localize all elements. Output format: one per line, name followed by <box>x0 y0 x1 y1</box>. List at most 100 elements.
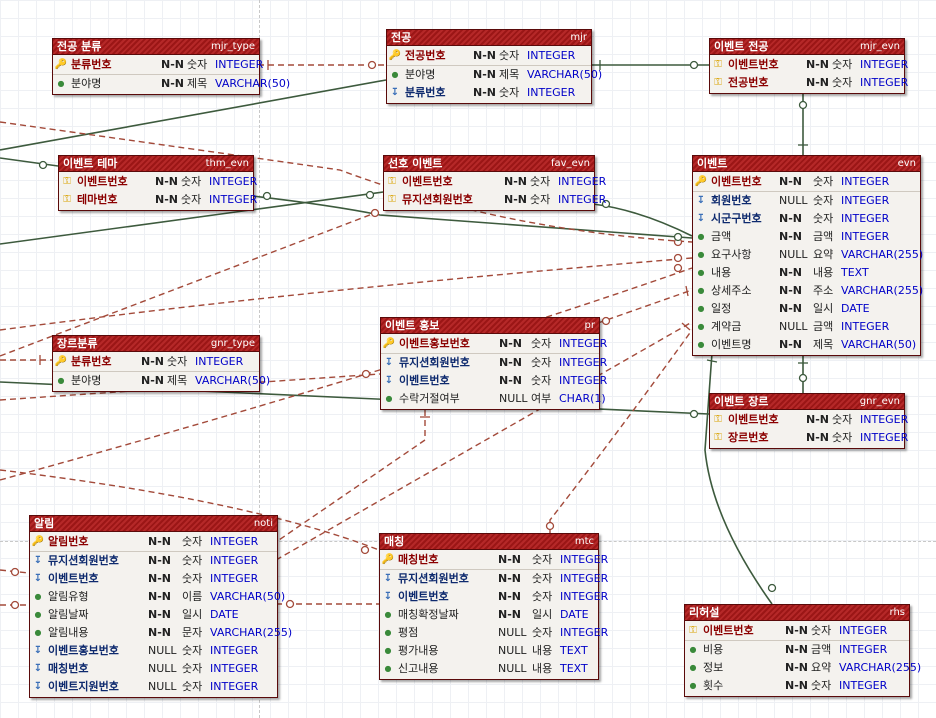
column-icon: ● <box>384 664 392 673</box>
column-datatype: INTEGER <box>559 337 608 350</box>
column-datatype: DATE <box>560 608 589 621</box>
column-name: 정보 <box>703 661 724 674</box>
column-domain: 여부 <box>531 392 552 405</box>
column-name: 금액 <box>711 230 732 243</box>
column-datatype: TEXT <box>841 266 869 279</box>
column-name: 테마번호 <box>77 193 118 206</box>
column-nullability: N-N <box>779 266 802 279</box>
column-icon: ● <box>384 610 392 619</box>
column-datatype: INTEGER <box>527 49 576 62</box>
rel-pr-noti <box>275 410 426 543</box>
column-nullability: N-N <box>779 302 802 315</box>
column-nullability: N-N <box>141 374 164 387</box>
column-nullability: N-N <box>779 284 802 297</box>
column-name: 이벤트번호 <box>398 590 449 603</box>
column-datatype: INTEGER <box>210 572 259 585</box>
column-name: 이벤트번호 <box>77 175 128 188</box>
entity-physical-name: mjr_evn <box>859 41 900 52</box>
column-name: 이벤트번호 <box>728 413 779 426</box>
column-name: 이벤트홍보번호 <box>399 337 470 350</box>
rel-left-evn-3 <box>0 267 693 481</box>
foreign-key-icon: ↧ <box>390 87 400 98</box>
primary-key-icon: 🔑 <box>31 536 45 547</box>
foreign-key-icon: ↧ <box>33 645 43 656</box>
rel-left-fav-2 <box>0 212 376 357</box>
